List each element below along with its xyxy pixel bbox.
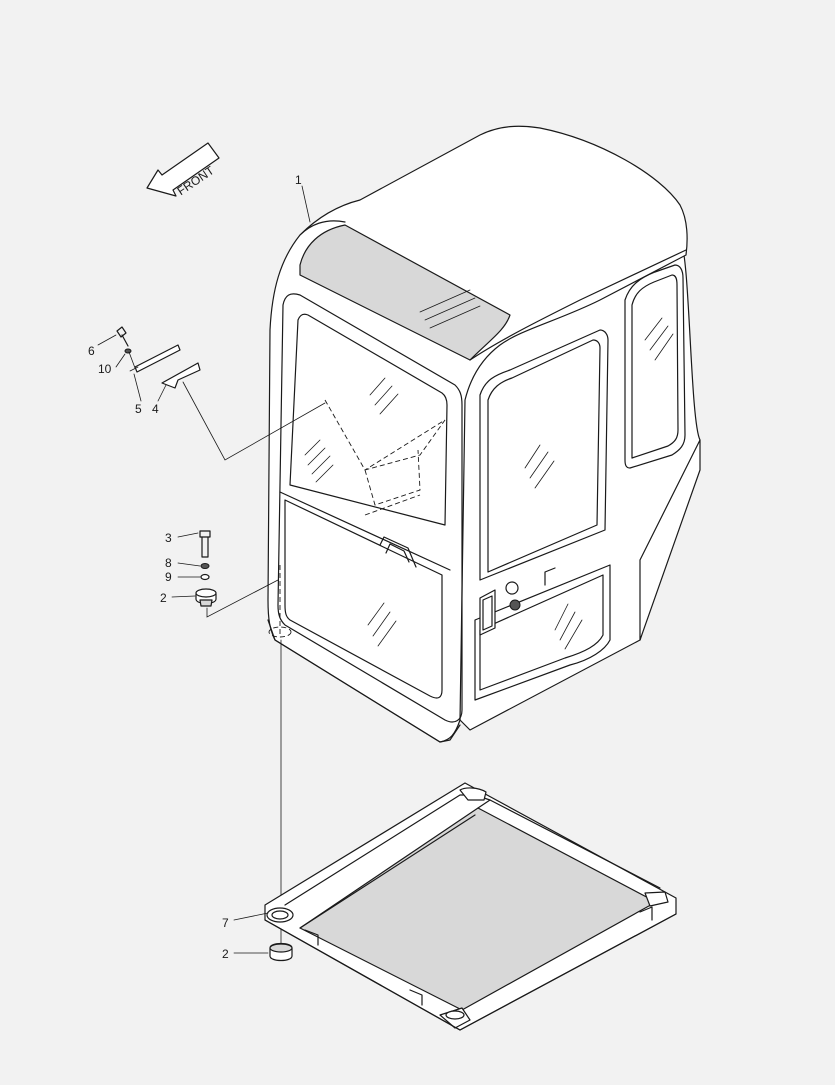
callout-3: 3 [165, 531, 172, 545]
mount-part-2-upper [195, 588, 217, 607]
bolt-part-6 [116, 326, 129, 347]
bracket-part-4 [161, 362, 201, 389]
callout-7: 7 [222, 916, 229, 930]
hidden-lines [268, 399, 446, 638]
washer-part-9 [200, 573, 210, 581]
front-arrow: FRONT [146, 142, 220, 198]
callout-8: 8 [165, 556, 172, 570]
callout-2-lower: 2 [222, 947, 229, 961]
callout-10: 10 [98, 362, 112, 376]
washer-part-8 [200, 563, 210, 569]
callout-9: 9 [165, 570, 172, 584]
callout-1: 1 [295, 173, 302, 187]
washer-part-10 [124, 348, 132, 354]
mount-part-2-lower [269, 942, 293, 962]
base-frame-part-7 [264, 782, 677, 1031]
callout-6: 6 [88, 344, 95, 358]
leader-2-upper [206, 579, 279, 618]
bolt-part-3 [199, 530, 211, 558]
cab-assembly [267, 125, 701, 743]
callout-2-upper: 2 [160, 591, 167, 605]
callout-5: 5 [135, 402, 142, 416]
callouts: 1 6 10 5 4 3 8 9 2 7 2 [88, 173, 311, 961]
bracket-part-5 [134, 344, 181, 373]
callout-4: 4 [152, 402, 159, 416]
leader-4-5 [182, 381, 326, 461]
